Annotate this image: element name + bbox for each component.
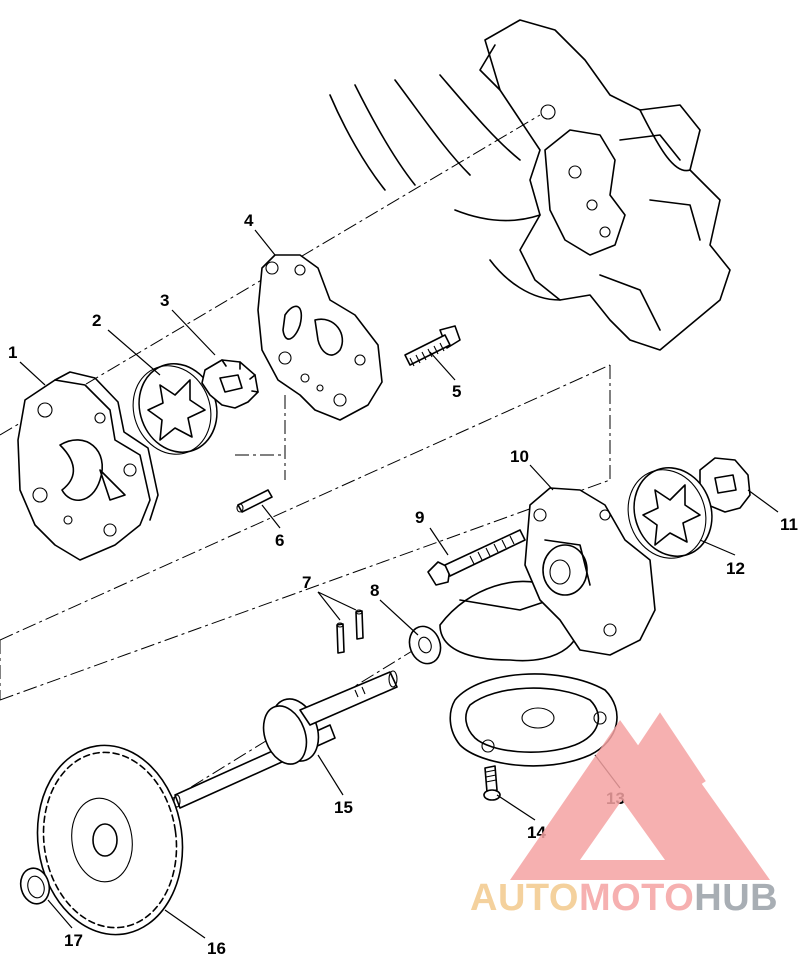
callout-15: 15 bbox=[334, 798, 353, 817]
part-17-circlip bbox=[19, 867, 51, 905]
part-15-shaft bbox=[173, 670, 398, 809]
callout-2: 2 bbox=[92, 311, 101, 330]
callout-10: 10 bbox=[510, 447, 529, 466]
part-14-screw bbox=[483, 765, 501, 801]
callout-16: 16 bbox=[207, 939, 226, 958]
part-12-outer-rotor bbox=[627, 466, 713, 559]
part-6-dowel-pin bbox=[236, 489, 273, 513]
callout-1: 1 bbox=[8, 343, 17, 362]
callout-12: 12 bbox=[726, 559, 745, 578]
part-13-strainer-plate bbox=[449, 673, 618, 767]
part-9-bolt bbox=[427, 529, 526, 586]
watermark-triangle-icon bbox=[510, 720, 770, 880]
part-2-outer-rotor bbox=[132, 362, 218, 455]
callout-9: 9 bbox=[415, 508, 424, 527]
part-7-pins bbox=[336, 609, 364, 654]
callout-8: 8 bbox=[370, 581, 379, 600]
leader-lines bbox=[19, 229, 779, 939]
watermark-text-auto: AUTO bbox=[470, 877, 579, 919]
part-5-screw bbox=[404, 325, 461, 367]
part-4-cover-plate bbox=[257, 254, 383, 421]
callout-11: 11 bbox=[780, 515, 798, 534]
watermark-text-moto: MOTO bbox=[579, 877, 694, 919]
callout-7: 7 bbox=[302, 573, 311, 592]
watermark-text-hub: HUB bbox=[694, 877, 778, 919]
part-8-washer bbox=[408, 625, 442, 665]
engine-case bbox=[329, 19, 731, 351]
part-10-pump-body bbox=[439, 487, 656, 662]
callout-17: 17 bbox=[64, 931, 83, 950]
part-16-gear bbox=[36, 744, 184, 936]
callout-4: 4 bbox=[244, 211, 254, 230]
callout-6: 6 bbox=[275, 531, 284, 550]
svg-text:AUTOMOTOHUB: AUTOMOTOHUB bbox=[470, 877, 778, 919]
automotohub-watermark: AUTOMOTOHUB bbox=[470, 712, 778, 919]
callout-3: 3 bbox=[160, 291, 169, 310]
callout-5: 5 bbox=[452, 382, 461, 401]
part-3-inner-rotor bbox=[201, 359, 259, 409]
part-1-pump-housing bbox=[17, 371, 159, 561]
